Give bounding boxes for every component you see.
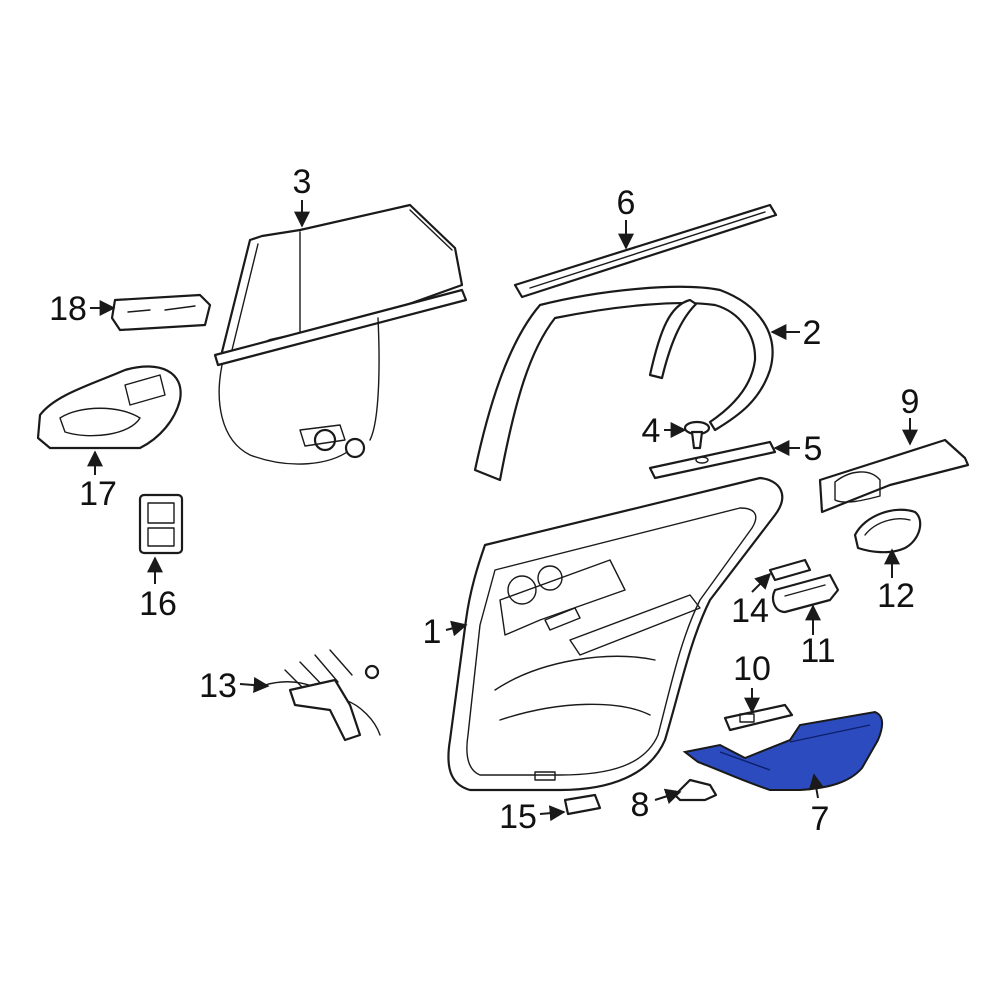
callout-2[interactable]: 2: [803, 314, 822, 352]
callout-labels: 3 6 2 4 5 9 12 14 11 10 7 8 15 1 13 16 1…: [49, 163, 919, 838]
part-16-window-switch[interactable]: [138, 493, 184, 555]
callout-13[interactable]: 13: [199, 667, 237, 705]
part-8-end-cap[interactable]: [673, 778, 718, 802]
part-10-switch-bezel[interactable]: [723, 703, 794, 732]
leader-lines: [87, 200, 918, 822]
part-18-switch[interactable]: [110, 293, 212, 332]
callout-8[interactable]: 8: [631, 786, 650, 824]
part-3-window-regulator[interactable]: [213, 203, 468, 465]
callout-17[interactable]: 17: [79, 475, 117, 513]
part-5-insulator[interactable]: [648, 440, 777, 480]
part-1-door-panel[interactable]: [447, 476, 784, 792]
part-17-seat-control[interactable]: [36, 365, 182, 450]
callout-3[interactable]: 3: [293, 163, 312, 201]
callout-11[interactable]: 11: [800, 632, 835, 670]
part-2-frame-seal[interactable]: [473, 285, 774, 482]
part-9-upper-trim[interactable]: [818, 438, 970, 514]
callout-15[interactable]: 15: [499, 798, 537, 836]
part-4-clip[interactable]: [683, 420, 711, 450]
part-6-weatherstrip[interactable]: [513, 203, 778, 299]
callout-18[interactable]: 18: [49, 290, 87, 328]
callout-10[interactable]: 10: [733, 650, 771, 688]
callout-7[interactable]: 7: [811, 800, 830, 838]
part-14-bracket[interactable]: [768, 558, 812, 582]
callout-14[interactable]: 14: [731, 592, 769, 630]
part-13-wiring-harness[interactable]: [264, 649, 381, 742]
part-15-clip-block[interactable]: [563, 793, 602, 816]
callout-16[interactable]: 16: [139, 585, 177, 623]
part-12-bezel[interactable]: [853, 508, 922, 554]
callout-12[interactable]: 12: [877, 577, 915, 615]
callout-6[interactable]: 6: [617, 184, 636, 222]
callout-5[interactable]: 5: [804, 430, 823, 468]
callout-1[interactable]: 1: [423, 613, 442, 651]
part-7-armrest[interactable]: [682, 710, 884, 791]
callout-9[interactable]: 9: [901, 383, 920, 421]
callout-4[interactable]: 4: [642, 412, 661, 450]
part-11-handle[interactable]: [771, 573, 840, 614]
